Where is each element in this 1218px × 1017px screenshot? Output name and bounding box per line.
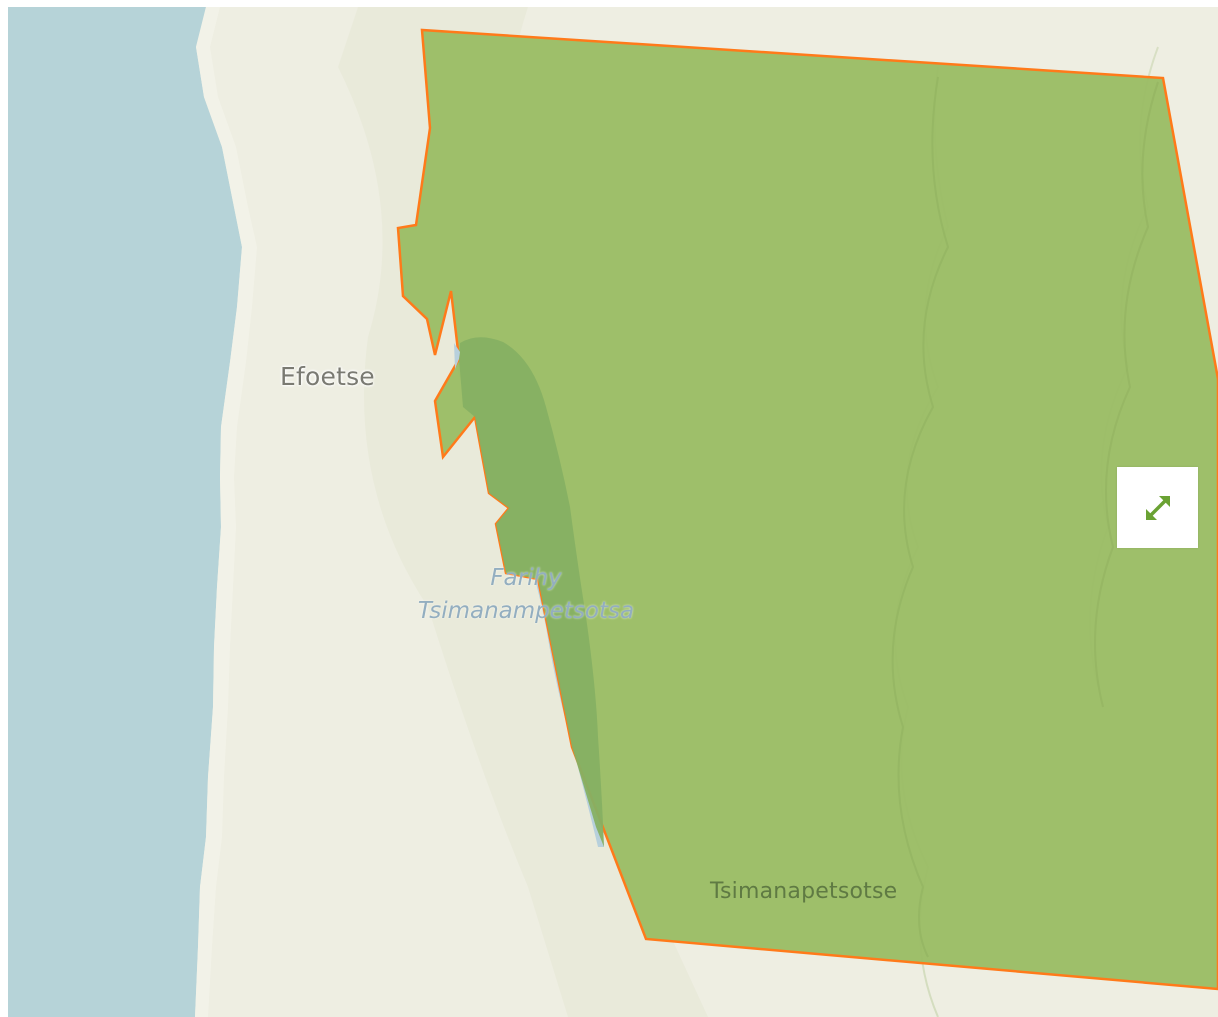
map-view[interactable]: Efoetse Farihy Tsimanampetsotsa Tsimanap… [8, 7, 1218, 1017]
map-canvas[interactable] [8, 7, 1218, 1017]
park-terrain-line-2 [1094, 81, 1159, 708]
park-terrain-line [891, 76, 950, 958]
fullscreen-button[interactable] [1117, 467, 1198, 548]
coast-sand [195, 7, 257, 1017]
expand-arrows-icon [1145, 495, 1170, 520]
lake-west-edge [454, 343, 460, 369]
lake-under-park [459, 337, 604, 847]
sea-area [8, 7, 242, 1017]
